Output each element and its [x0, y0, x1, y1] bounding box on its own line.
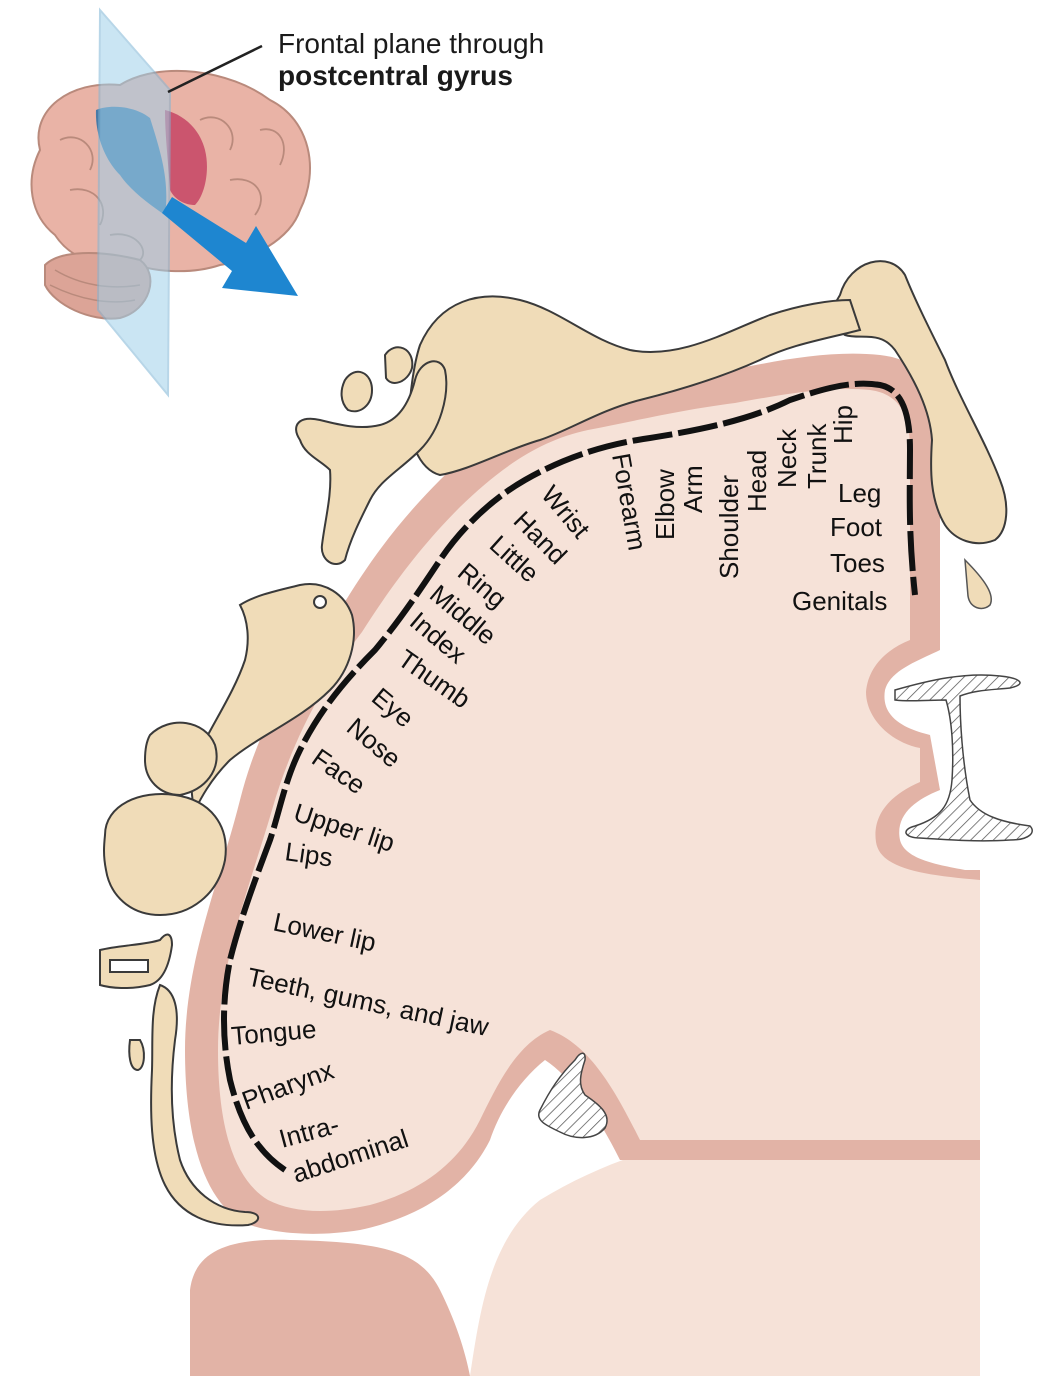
- label-arm: Arm: [678, 465, 708, 513]
- lower-white-matter: [470, 1140, 980, 1376]
- label-shoulder: Shoulder: [714, 475, 744, 579]
- label-trunk: Trunk: [802, 423, 832, 489]
- label-hip: Hip: [828, 405, 858, 444]
- label-leg: Leg: [838, 478, 881, 508]
- label-elbow: Elbow: [650, 469, 680, 540]
- label-toes: Toes: [830, 548, 885, 578]
- lower-cortex-block: [190, 1240, 470, 1376]
- frontal-plane-icon: [98, 10, 170, 395]
- label-neck: Neck: [772, 428, 802, 488]
- label-genitals: Genitals: [792, 586, 887, 616]
- genital-figure: [965, 560, 991, 608]
- label-head: Head: [742, 450, 772, 512]
- label-foot: Foot: [830, 512, 883, 542]
